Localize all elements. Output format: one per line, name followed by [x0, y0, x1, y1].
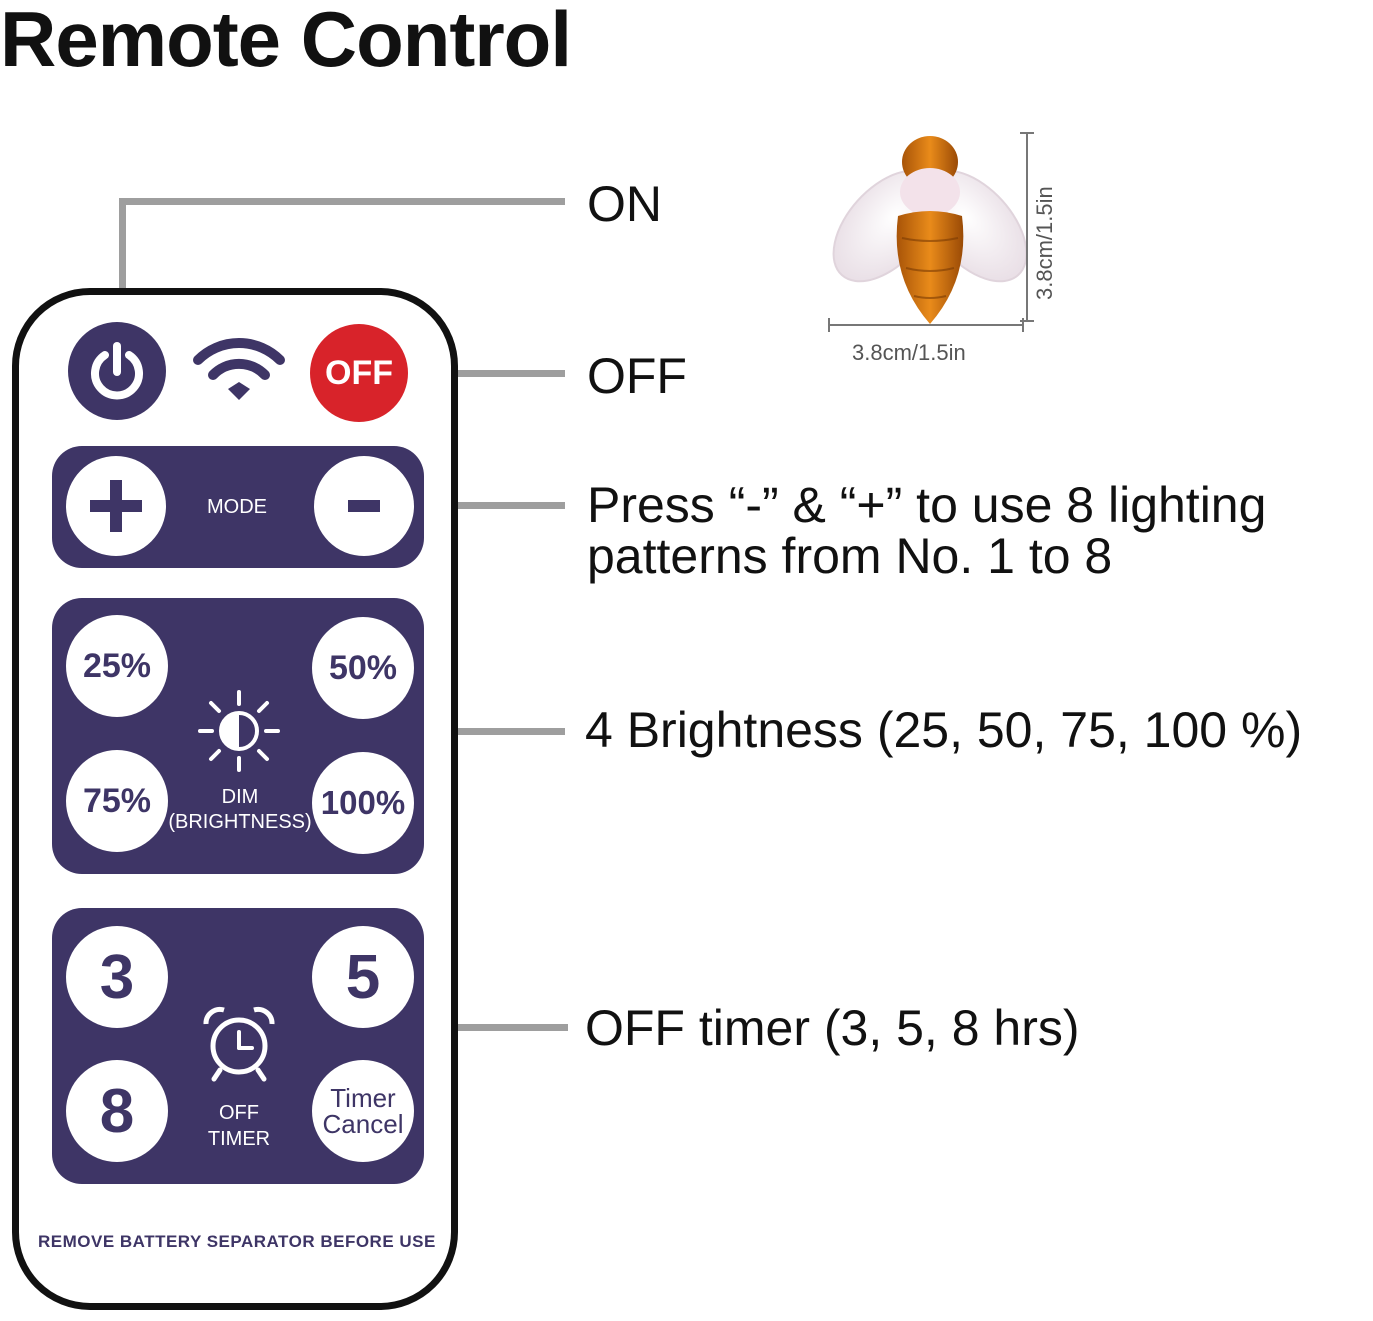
dim-label-line2: (BRIGHTNESS) — [168, 811, 312, 833]
dim-50-button[interactable]: 50% — [312, 617, 414, 719]
on-connector-vertical — [119, 198, 126, 326]
height-dimension-line — [1026, 132, 1028, 322]
timer-cancel-button[interactable]: Timer Cancel — [312, 1060, 414, 1162]
battery-separator-notice: REMOVE BATTERY SEPARATOR BEFORE USE — [38, 1232, 436, 1251]
height-dimension-tick-top — [1020, 132, 1034, 134]
dim-25-button[interactable]: 25% — [66, 615, 168, 717]
mode-connector — [422, 502, 565, 509]
off-button-label: OFF — [325, 353, 393, 392]
width-dimension-label: 3.8cm/1.5in — [852, 340, 966, 365]
dim-75-button[interactable]: 75% — [66, 750, 168, 852]
on-button[interactable] — [68, 322, 166, 420]
timer-label-line2: TIMER — [207, 1128, 271, 1150]
width-dimension-tick-left — [828, 318, 830, 332]
callout-mode-line2: patterns from No. 1 to 8 — [587, 528, 1113, 584]
power-icon — [91, 342, 143, 400]
minus-icon — [348, 500, 380, 512]
callout-mode-line1: Press “-” & “+” to use 8 lighting — [587, 477, 1267, 533]
height-dimension-tick-bottom — [1020, 320, 1034, 322]
timer-connector — [422, 1024, 568, 1031]
dim-label-line1: DIM — [221, 786, 259, 808]
mode-label: MODE — [207, 496, 267, 518]
alarm-clock-icon — [203, 1006, 275, 1082]
plus-icon — [90, 480, 142, 532]
callout-brightness: 4 Brightness (25, 50, 75, 100 %) — [585, 702, 1303, 758]
bee-light-icon — [832, 136, 1028, 324]
mode-plus-button[interactable] — [66, 456, 166, 556]
callout-off: OFF — [587, 348, 687, 404]
timer-cancel-line2: Cancel — [322, 1109, 404, 1139]
width-dimension-line — [828, 324, 1024, 326]
timer-cancel-line1: Timer — [330, 1083, 396, 1113]
mode-minus-button[interactable] — [314, 456, 414, 556]
on-connector-horizontal — [119, 198, 565, 205]
page-title: Remote Control — [0, 0, 572, 83]
dim-100-button[interactable]: 100% — [312, 752, 414, 854]
callout-on: ON — [587, 176, 662, 232]
height-dimension-label: 3.8cm/1.5in — [1032, 186, 1057, 300]
off-connector — [408, 370, 565, 377]
off-button[interactable]: OFF — [310, 324, 408, 422]
timer-3-button[interactable]: 3 — [66, 926, 168, 1028]
brightness-icon — [198, 690, 280, 772]
width-dimension-tick-right — [1022, 318, 1024, 332]
callout-timer: OFF timer (3, 5, 8 hrs) — [585, 1000, 1080, 1056]
brightness-connector — [422, 728, 565, 735]
wifi-icon — [193, 338, 285, 400]
timer-5-button[interactable]: 5 — [312, 926, 414, 1028]
timer-8-button[interactable]: 8 — [66, 1060, 168, 1162]
timer-label-line1: OFF — [219, 1102, 259, 1124]
